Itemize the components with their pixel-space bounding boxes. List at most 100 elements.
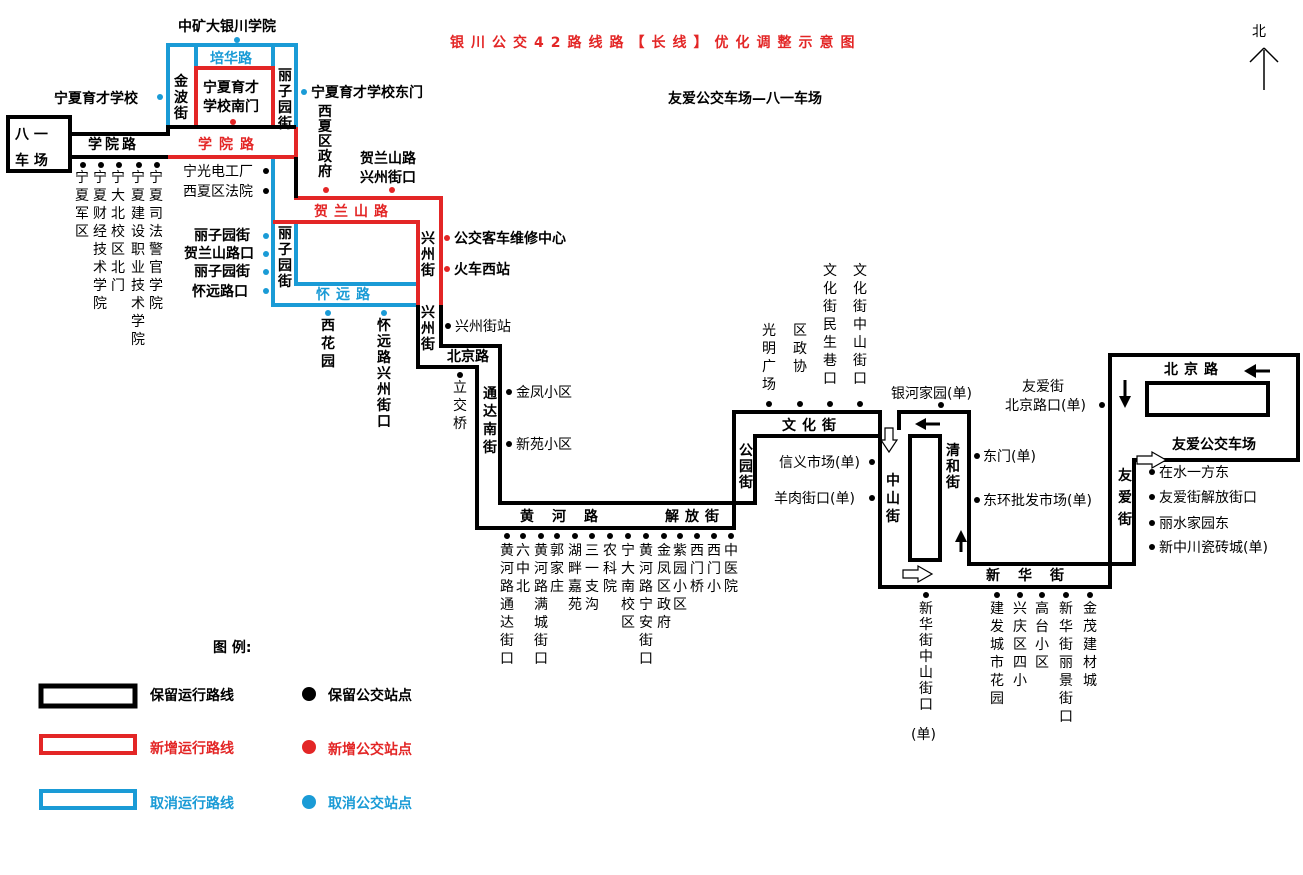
stop-dot <box>1149 494 1155 500</box>
legend-stop-added-icon <box>302 740 316 754</box>
road-xueyuan-black: 学院路 <box>88 136 139 153</box>
road-youai: 友爱街 <box>1117 467 1132 528</box>
stop-label: 宁大南校区 <box>621 542 635 631</box>
stop-label: 友爱街解放街口 <box>1159 490 1257 506</box>
stop-dot <box>923 592 929 598</box>
stop-label: 紫园小区 <box>673 543 687 613</box>
stop-label: 学校南门 <box>203 98 259 115</box>
stop-dot <box>711 533 717 539</box>
stop-label: 东门(单) <box>983 449 1036 465</box>
legend-stop-removed-icon <box>302 795 316 809</box>
stop-label: 文化街中山街口 <box>853 263 867 387</box>
stop-dot <box>389 187 395 193</box>
stop-dot <box>301 89 307 95</box>
stop-label: 丽子园街 <box>194 227 250 244</box>
stop-dot <box>323 187 329 193</box>
stop-label: 宁夏建设职业技术学院 <box>131 169 145 348</box>
stop-label: 贺兰山路 <box>359 150 417 167</box>
road-qinghe: 清和街 <box>945 442 960 491</box>
stop-label: 宁夏育才 <box>203 79 259 96</box>
road-tongda: 通达南街 <box>482 386 497 456</box>
road-huanghe: 黄河路 <box>520 508 616 525</box>
stop-dot <box>263 251 269 257</box>
stop-label: 金凤区政府 <box>657 543 671 631</box>
legend-line-retained-label: 保留运行路线 <box>149 687 234 704</box>
stop-dot <box>1039 592 1045 598</box>
stop-label: 丽水家园东 <box>1159 515 1229 532</box>
stop-dot <box>445 323 451 329</box>
stop-dot <box>263 188 269 194</box>
svg-text:车 场: 车 场 <box>15 152 48 169</box>
stop-label: 黄河路满城街口 <box>534 542 548 667</box>
stop-dot <box>234 37 240 43</box>
stop-dot <box>1063 592 1069 598</box>
stop-label: 六中北 <box>516 543 530 595</box>
stop-label: 金凤小区 <box>516 385 572 401</box>
legend-line-retained <box>38 683 138 709</box>
legend: 图 例: 保留运行路线 保留公交站点 新增运行路线 新增公交站点 取消运行路线 … <box>38 639 412 812</box>
road-zhongshan: 中山街 <box>885 472 900 525</box>
stop-dot <box>98 162 104 168</box>
stop-dot <box>444 235 450 241</box>
stop-dot <box>1087 592 1093 598</box>
stop-dot <box>506 389 512 395</box>
stop-dot <box>974 453 980 459</box>
stop-label: 中矿大银川学院 <box>178 18 276 35</box>
stop-dot <box>136 162 142 168</box>
stop-label: 怀远路兴州街口 <box>376 317 392 430</box>
legend-line-removed <box>39 789 137 810</box>
legend-stop-removed-label: 取消公交站点 <box>328 795 412 812</box>
stop-dot <box>677 533 683 539</box>
stop-label: 立交桥 <box>453 380 467 432</box>
stop-dot <box>869 495 875 501</box>
stop-dot <box>325 310 331 316</box>
stop-label: 高台小区 <box>1035 600 1049 671</box>
stop-label: 新苑小区 <box>516 437 572 453</box>
stop-dot <box>444 266 450 272</box>
stop-dot <box>643 533 649 539</box>
stop-dot <box>607 533 613 539</box>
east-terminal: 友爱公交车场 <box>1172 436 1256 453</box>
stop-label: 金茂建材城 <box>1083 601 1097 689</box>
stop-dot <box>938 402 944 408</box>
stop-label: 兴州街站 <box>455 319 511 335</box>
stop-dot <box>869 459 875 465</box>
stop-label: 光明广场 <box>762 323 776 393</box>
stop-label: 西门小 <box>707 543 721 595</box>
stop-label: 西夏区法院 <box>183 184 253 200</box>
legend-line-added <box>39 734 137 755</box>
stop-dot <box>538 533 544 539</box>
stop-label: 贺兰山路口 <box>183 245 254 262</box>
stop-dot <box>263 233 269 239</box>
stop-label: 黄河路通达街口 <box>500 542 514 667</box>
legend-line-removed-label: 取消运行路线 <box>150 795 234 812</box>
stop-dot <box>381 310 387 316</box>
road-gongyuan: 公园街 <box>738 443 753 491</box>
stop-dot <box>728 533 734 539</box>
road-jiefang: 解放街 <box>665 508 725 525</box>
stop-label: 在水一方东 <box>1159 465 1229 481</box>
stop-label: 宁大北校区北门 <box>111 169 125 294</box>
stop-label: 农科院 <box>603 543 617 595</box>
stop-dot <box>263 168 269 174</box>
stop-dot <box>157 94 163 100</box>
stop-dot <box>661 533 667 539</box>
stop-label: 宁夏育才学校 <box>54 90 139 107</box>
road-beijing-west: 北京路 <box>447 348 490 365</box>
svg-text:八 一: 八 一 <box>14 127 48 143</box>
stop-dot <box>797 401 803 407</box>
stop-label: 宁夏财经技术学院 <box>93 169 107 312</box>
stop-label: (单) <box>911 727 936 743</box>
stop-dot <box>80 162 86 168</box>
legend-line-added-label: 新增运行路线 <box>150 740 234 757</box>
stop-label: 新华街丽景街口 <box>1059 601 1073 725</box>
direction-arrows <box>879 364 1270 584</box>
stop-label: 西门桥 <box>690 543 704 595</box>
legend-stop-retained-icon <box>302 687 316 701</box>
road-jinbo: 金波街 <box>173 73 189 122</box>
road-helanshan: 贺兰山路 <box>313 203 394 220</box>
north-label: 北 <box>1252 24 1266 40</box>
stop-label: 宁夏军区 <box>75 169 89 240</box>
stop-dot <box>1149 520 1155 526</box>
